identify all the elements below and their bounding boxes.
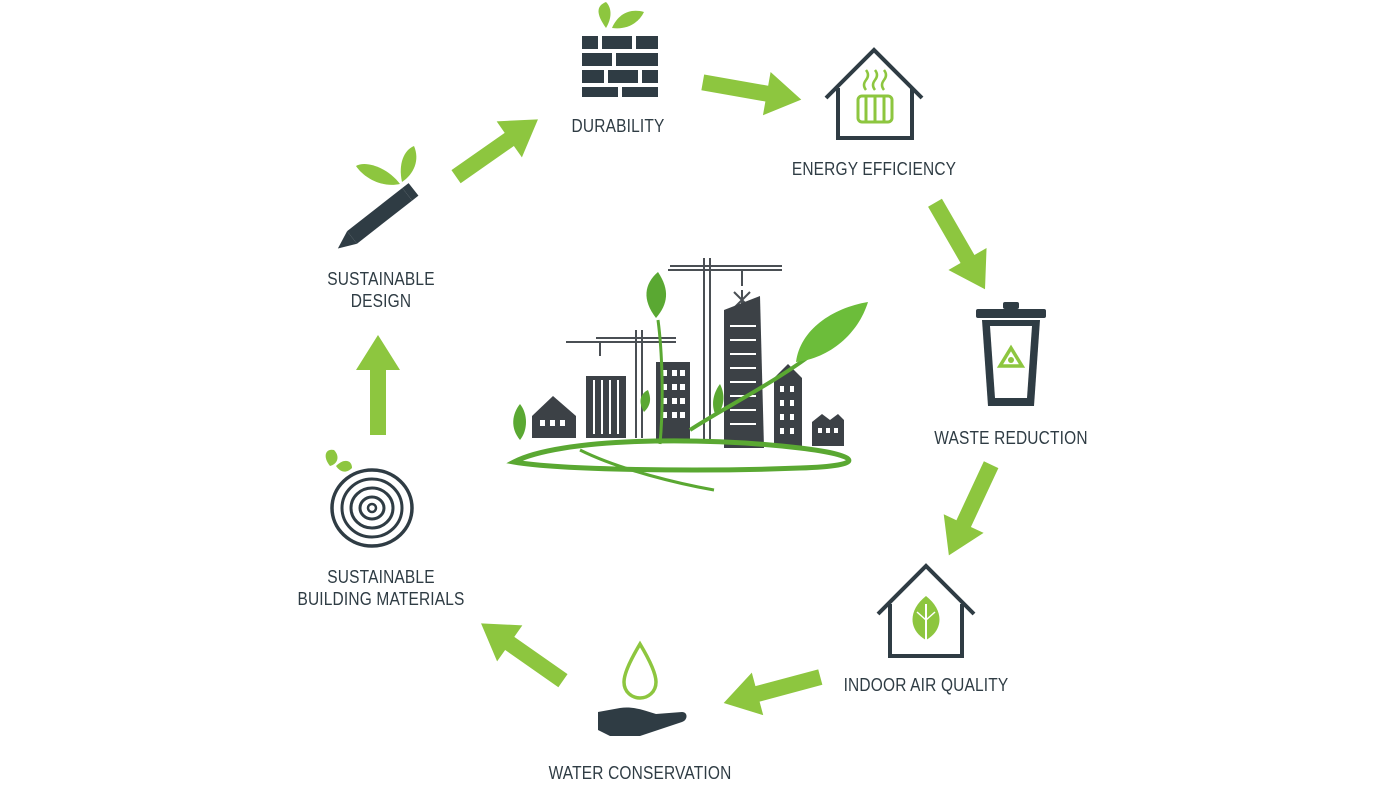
- node-label-water-conservation: WATER CONSERVATION: [548, 763, 732, 783]
- house-radiator-icon: [824, 47, 924, 140]
- arrow-waste-to-indoor: [928, 455, 1012, 565]
- arrow-design-to-durability: [443, 101, 551, 195]
- node-label-energy-efficiency: ENERGY EFFICIENCY: [791, 159, 957, 179]
- arrow-materials-to-design: [356, 335, 400, 435]
- pencil-sprout-icon: [337, 146, 419, 249]
- arrow-durability-to-energy: [698, 60, 806, 122]
- water-drop-hand-icon: [598, 640, 687, 736]
- node-label-sustainable-design: SUSTAINABLE DESIGN: [327, 269, 435, 311]
- arrow-energy-to-waste: [915, 191, 1005, 301]
- green-city-icon: [506, 258, 868, 492]
- tree-rings-icon: [325, 449, 414, 548]
- node-label-sustainable-building-materials: SUSTAINABLE BUILDING MATERIALS: [297, 567, 465, 609]
- arrow-water-to-materials: [468, 605, 576, 699]
- arrow-indoor-to-water: [718, 655, 826, 725]
- brick-wall-icon: [582, 2, 658, 97]
- node-label-durability: DURABILITY: [571, 116, 665, 136]
- node-label-indoor-air-quality: INDOOR AIR QUALITY: [843, 675, 1009, 695]
- node-label-waste-reduction: WASTE REDUCTION: [934, 428, 1088, 448]
- recycle-bin-icon: [976, 302, 1046, 406]
- house-leaf-icon: [876, 563, 976, 658]
